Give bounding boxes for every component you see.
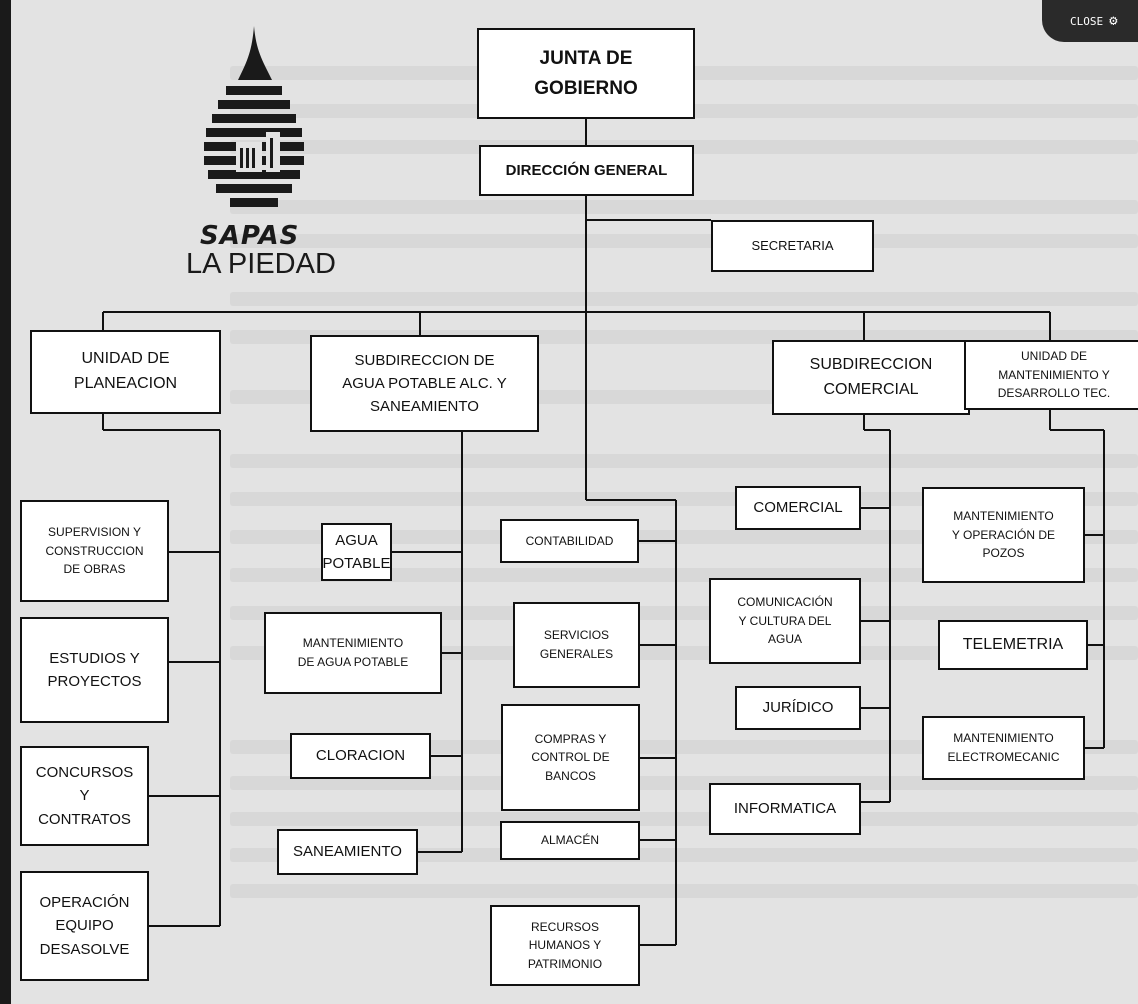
- subdireccion-agua-box: SUBDIRECCION DE AGUA POTABLE ALC. Y SANE…: [310, 335, 539, 432]
- informatica-box: INFORMATICA: [709, 783, 861, 835]
- sapas-logo: SAPAS LA PIEDAD: [186, 20, 336, 280]
- operacion-equipo-box: OPERACIÓN EQUIPO DESASOLVE: [20, 871, 149, 981]
- mantenimiento-agua-box: MANTENIMIENTO DE AGUA POTABLE: [264, 612, 442, 694]
- logo-city: LA PIEDAD: [186, 248, 336, 280]
- page-left-edge: [0, 0, 11, 1004]
- comunicacion-cultura-box: COMUNICACIÓN Y CULTURA DEL AGUA: [709, 578, 861, 664]
- supervision-construccion-box: SUPERVISION Y CONSTRUCCION DE OBRAS: [20, 500, 169, 602]
- mantenimiento-pozos-box: MANTENIMIENTO Y OPERACIÓN DE POZOS: [922, 487, 1085, 583]
- subdireccion-comercial-box: SUBDIRECCION COMERCIAL: [772, 340, 970, 415]
- servicios-generales-box: SERVICIOS GENERALES: [513, 602, 640, 688]
- estudios-proyectos-box: ESTUDIOS Y PROYECTOS: [20, 617, 169, 723]
- comercial-box: COMERCIAL: [735, 486, 861, 530]
- logo-brand: SAPAS: [200, 221, 300, 251]
- almacen-box: ALMACÉN: [500, 821, 640, 860]
- gear-icon: ⚙: [1109, 13, 1118, 29]
- contabilidad-box: CONTABILIDAD: [500, 519, 639, 563]
- saneamiento-box: SANEAMIENTO: [277, 829, 418, 875]
- recursos-humanos-box: RECURSOS HUMANOS Y PATRIMONIO: [490, 905, 640, 986]
- compras-control-box: COMPRAS Y CONTROL DE BANCOS: [501, 704, 640, 811]
- juridico-box: JURÍDICO: [735, 686, 861, 730]
- unidad-mantenimiento-box: UNIDAD DE MANTENIMIENTO Y DESARROLLO TEC…: [964, 340, 1138, 410]
- close-label: CLOSE: [1070, 14, 1104, 28]
- cloracion-box: CLORACION: [290, 733, 431, 779]
- unidad-planeacion-box: UNIDAD DE PLANEACION: [30, 330, 221, 414]
- water-drop-icon: [204, 26, 304, 207]
- direccion-general-box: DIRECCIÓN GENERAL: [479, 145, 694, 196]
- mantenimiento-electromecanic-box: MANTENIMIENTO ELECTROMECANIC: [922, 716, 1085, 780]
- secretaria-box: SECRETARIA: [711, 220, 874, 272]
- concursos-contratos-box: CONCURSOS Y CONTRATOS: [20, 746, 149, 846]
- telemetria-box: TELEMETRIA: [938, 620, 1088, 670]
- agua-potable-box: AGUA POTABLE: [321, 523, 392, 581]
- close-button[interactable]: CLOSE ⚙: [1042, 0, 1138, 42]
- junta-de-gobierno-box: JUNTA DE GOBIERNO: [477, 28, 695, 119]
